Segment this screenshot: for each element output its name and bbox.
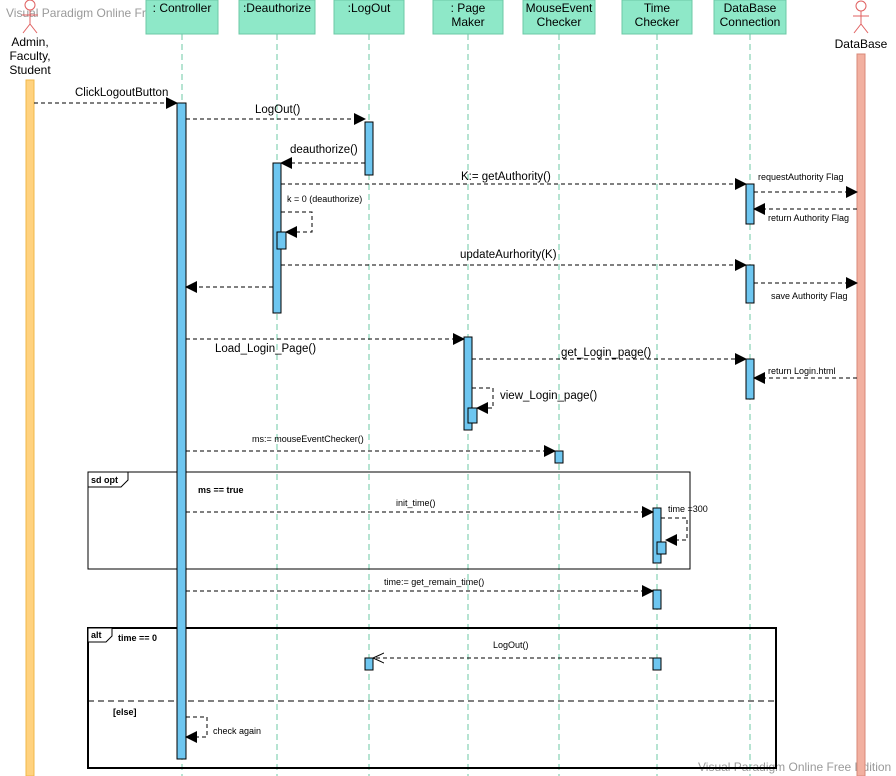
- fragment-opt-tag: sd opt: [91, 475, 118, 485]
- fragment-opt-frame: [87, 471, 691, 570]
- message-init-time-label: init_time(): [396, 498, 436, 508]
- lifeline-logout-label: :LogOut: [348, 1, 391, 15]
- message-click-logout-label: ClickLogoutButton: [75, 87, 168, 99]
- activation-page-maker: [463, 336, 473, 431]
- lifeline-controller-label: : Controller: [153, 1, 212, 15]
- fragment-opt-tag-box: [87, 471, 129, 488]
- message-time-set-arrow: [661, 517, 688, 546]
- activation-dbconn-2: [745, 264, 755, 304]
- lifeline-page-maker-head: [432, 0, 504, 35]
- message-mouse-checker-label: ms:= mouseEventChecker(): [252, 434, 364, 444]
- lifeline-time-checker: Time Checker: [621, 0, 693, 776]
- lifeline-mouse-event-checker: MouseEvent Checker: [522, 0, 596, 776]
- message-view-login-label: view_Login_page(): [500, 390, 597, 402]
- message-get-login-label: get_Login_page(): [561, 347, 651, 359]
- fragment-alt-frame: [87, 627, 777, 769]
- activation-logout-1: [364, 121, 374, 176]
- message-get-remain-label: time:= get_remain_time(): [384, 577, 484, 587]
- actor-user-icon: [22, 0, 38, 34]
- activation-mouse-checker: [554, 450, 564, 464]
- lifeline-deauthorize: :Deauthorize: [238, 0, 316, 776]
- message-logout-back-label: LogOut(): [493, 640, 529, 650]
- message-request-flag-label: requestAuthority Flag: [758, 172, 844, 182]
- actor-database: DataBase: [835, 0, 888, 776]
- actor-user-bar: [25, 79, 35, 776]
- fragment-opt-guard: ms == true: [198, 485, 244, 495]
- lifeline-page-maker-label-1: : Page: [451, 1, 486, 15]
- activation-logout-2: [364, 657, 374, 671]
- lifeline-mouse-event-checker-label-2: Checker: [537, 15, 582, 29]
- message-check-again-label: check again: [213, 726, 261, 736]
- message-save-flag-label: save Authority Flag: [771, 291, 848, 301]
- lifeline-page-maker-label-2: Maker: [451, 15, 484, 29]
- activation-time-checker-3: [652, 657, 662, 671]
- message-k-zero-arrow: [281, 211, 313, 238]
- message-logout-label: LogOut(): [255, 104, 301, 116]
- message-load-login-label: Load_Login_Page(): [215, 343, 316, 355]
- lifeline-time-checker-label-1: Time: [644, 1, 671, 15]
- message-update-authority-label: updateAurhority(K): [460, 249, 557, 261]
- lifeline-database-connection-head: [713, 0, 787, 35]
- activation-time-checker-2: [652, 589, 662, 610]
- lifeline-deauthorize-label: :Deauthorize: [243, 1, 311, 15]
- lifeline-database-connection-label-1: DataBase: [724, 1, 777, 15]
- activation-page-maker-self: [467, 407, 478, 424]
- lifeline-mouse-event-checker-head: [522, 0, 596, 35]
- activation-dbconn-3: [745, 358, 755, 400]
- fragment-opt: sd opt ms == true: [87, 471, 691, 570]
- actor-user-label-1: Admin,: [11, 35, 48, 49]
- message-time-set-label: time =300: [668, 504, 708, 514]
- lifeline-controller-head: [145, 0, 219, 35]
- activation-time-checker-self: [656, 541, 667, 555]
- fragment-alt-tag: alt: [91, 630, 102, 640]
- watermark-bottom: Visual Paradigm Online Free Edition: [698, 760, 891, 774]
- lifeline-database-connection-label-2: Connection: [720, 15, 781, 29]
- actor-user: Admin, Faculty, Student: [9, 0, 51, 776]
- lifeline-logout-head: [333, 0, 405, 35]
- actor-database-label: DataBase: [835, 37, 888, 51]
- fragment-alt-tag-box: [87, 627, 113, 643]
- message-return-flag-label: return Authority Flag: [768, 213, 849, 223]
- actor-database-bar: [856, 53, 866, 776]
- lifeline-deauthorize-head: [238, 0, 316, 35]
- fragment-alt-else-guard: [else]: [113, 707, 137, 717]
- message-view-login-arrow: [472, 387, 494, 414]
- lifeline-database-connection: DataBase Connection: [713, 0, 787, 776]
- activation-controller: [176, 102, 187, 760]
- message-return-login-label: return Login.html: [768, 366, 836, 376]
- actor-database-icon: [853, 0, 869, 34]
- activation-deauthorize-self: [276, 231, 287, 250]
- fragment-alt: alt time == 0 [else]: [87, 627, 777, 769]
- message-k-zero-label: k = 0 (deauthorize): [287, 194, 362, 204]
- message-get-authority-label: K:= getAuthority(): [461, 171, 551, 183]
- actor-user-label-3: Student: [9, 63, 51, 77]
- activation-time-checker-1: [652, 507, 662, 564]
- activation-dbconn-1: [745, 183, 755, 225]
- message-deauthorize-label: deauthorize(): [290, 144, 358, 156]
- message-check-again-arrow: [185, 716, 208, 743]
- actor-user-label-2: Faculty,: [9, 49, 50, 63]
- lifeline-time-checker-label-2: Checker: [635, 15, 680, 29]
- lifeline-mouse-event-checker-label-1: MouseEvent: [526, 1, 593, 15]
- fragment-alt-guard: time == 0: [118, 633, 157, 643]
